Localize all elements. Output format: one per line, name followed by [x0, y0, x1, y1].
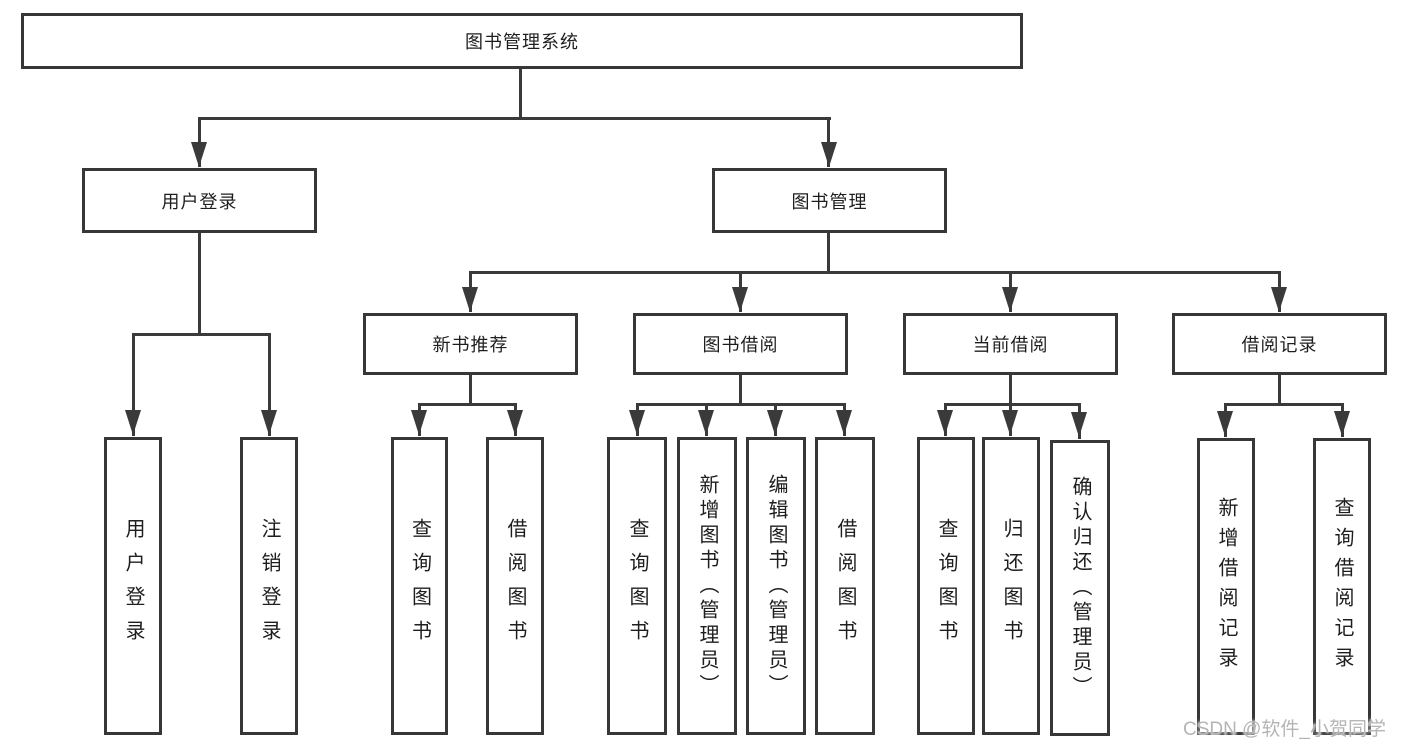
arrow-down-icon [836, 410, 852, 435]
leaf-query-book-3: 查询图书 [917, 437, 975, 735]
leaf-query-borrow-record: 查询借阅记录 [1313, 438, 1371, 735]
leaf-user-login: 用户登录 [104, 437, 162, 735]
leaf-confirm-return-admin: 确认归还（管理员） [1050, 440, 1110, 736]
node-book-management-label: 图书管理 [791, 191, 868, 212]
arrow-down-icon [821, 142, 837, 167]
arrow-down-icon [1334, 411, 1350, 436]
node-user-login-label: 用户登录 [161, 191, 238, 212]
leaf-add-borrow-record: 新增借阅记录 [1197, 438, 1255, 735]
node-label: 新书推荐 [432, 335, 509, 355]
leaf-logout: 注销登录 [240, 437, 298, 735]
leaf-edit-book-admin: 编辑图书（管理员） [746, 437, 806, 735]
connector-bus [418, 403, 517, 406]
arrow-down-icon [629, 410, 645, 435]
arrow-down-icon [767, 410, 783, 435]
connector-bus [944, 403, 1081, 406]
connector-management-stem [827, 233, 830, 273]
arrow-down-icon [937, 410, 953, 435]
arrow-down-icon [507, 410, 523, 435]
node-user-login: 用户登录 [82, 168, 317, 233]
leaf-label: 归还图书 [1000, 518, 1022, 654]
node-root: 图书管理系统 [21, 13, 1023, 69]
connector-bus [1224, 403, 1343, 406]
connector-stem [1278, 375, 1281, 405]
arrow-down-icon [1271, 287, 1287, 312]
arrow-down-icon [1071, 412, 1087, 437]
connector-drop [132, 333, 135, 436]
connector-bus [636, 403, 846, 406]
arrow-down-icon [1002, 410, 1018, 435]
arrow-down-icon [191, 142, 207, 167]
node-current-borrow: 当前借阅 [903, 313, 1118, 375]
leaf-borrow-book-2: 借阅图书 [815, 437, 875, 735]
connector-drop [268, 333, 271, 436]
connector-login-stem [198, 233, 201, 335]
node-book-borrow: 图书借阅 [633, 313, 848, 375]
connector-stem [739, 375, 742, 405]
arrow-down-icon [261, 410, 277, 435]
leaf-label: 查询图书 [935, 518, 957, 654]
connector-login-bus [132, 333, 270, 336]
leaf-label: 确认归还（管理员） [1069, 475, 1091, 701]
connector-management-bus [470, 271, 1281, 274]
connector-stem [469, 375, 472, 405]
connector-stem [1009, 375, 1012, 405]
node-borrow-record: 借阅记录 [1172, 313, 1387, 375]
leaf-label: 查询图书 [626, 518, 648, 654]
connector-root-bus [198, 117, 831, 120]
leaf-label: 查询图书 [408, 518, 431, 654]
node-book-management: 图书管理 [712, 168, 947, 233]
node-label: 借阅记录 [1241, 335, 1318, 355]
arrow-down-icon [411, 410, 427, 435]
leaf-label: 用户登录 [122, 518, 144, 654]
arrow-down-icon [125, 410, 141, 435]
leaf-label: 新增图书（管理员） [696, 473, 718, 699]
arrow-down-icon [1217, 411, 1233, 436]
node-label: 当前借阅 [972, 335, 1049, 355]
arrow-down-icon [698, 410, 714, 435]
leaf-label: 借阅图书 [834, 518, 856, 654]
leaf-label: 查询借阅记录 [1331, 496, 1353, 677]
arrow-down-icon [1002, 287, 1018, 312]
node-new-book-recommend: 新书推荐 [363, 313, 578, 375]
leaf-label: 编辑图书（管理员） [765, 473, 787, 699]
node-root-label: 图书管理系统 [465, 32, 579, 52]
leaf-add-book-admin: 新增图书（管理员） [677, 437, 737, 735]
leaf-return-book: 归还图书 [982, 437, 1040, 735]
leaf-query-book-2: 查询图书 [607, 437, 667, 735]
leaf-label: 新增借阅记录 [1215, 496, 1237, 677]
leaf-label: 注销登录 [258, 518, 280, 654]
arrow-down-icon [732, 287, 748, 312]
leaf-query-book-1: 查询图书 [391, 437, 448, 735]
csdn-watermark: CSDN @软件_小贺同学 [1183, 719, 1386, 740]
arrow-down-icon [462, 287, 478, 312]
leaf-label: 借阅图书 [504, 518, 526, 654]
connector-root-stem [519, 69, 522, 119]
leaf-borrow-book-1: 借阅图书 [486, 437, 544, 735]
node-label: 图书借阅 [702, 335, 779, 355]
